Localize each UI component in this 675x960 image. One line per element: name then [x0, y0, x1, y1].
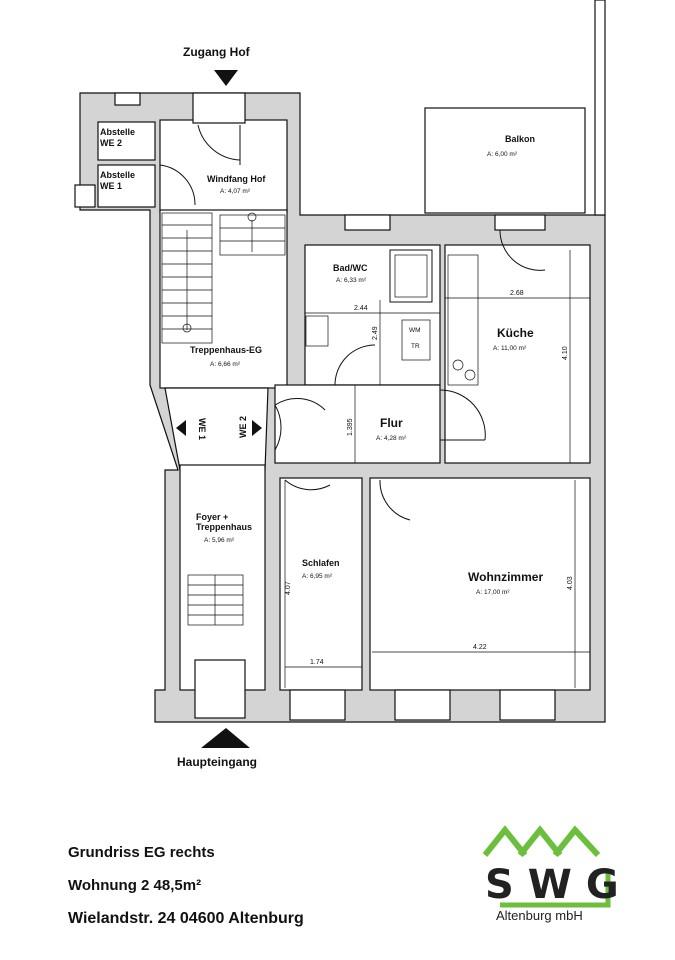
label-abstelle-we2-sub: WE 2	[100, 138, 122, 148]
apartment-info: Wohnung 2 48,5m²	[68, 877, 202, 894]
room-bad	[304, 244, 441, 386]
room-abstelle-we2	[97, 121, 156, 161]
door-swing	[379, 479, 411, 521]
address: Wielandstr. 24 04600 Altenburg	[68, 910, 304, 927]
plan-title: Grundriss EG rechts	[68, 844, 215, 861]
room-flur	[274, 384, 441, 464]
label-wohnzimmer: Wohnzimmer	[468, 570, 543, 584]
area-foyer: A: 5,96 m²	[204, 537, 235, 544]
label-wm: WM	[409, 327, 421, 334]
label-we2: WE 2	[238, 416, 248, 438]
door-swing	[159, 164, 196, 206]
area-bad: A: 6,33 m²	[336, 277, 367, 284]
label-foyer-2: Treppenhaus	[196, 522, 252, 532]
property-line	[594, 0, 606, 216]
dim-schlafen-width: 1.74	[310, 659, 324, 666]
room-windfang	[159, 119, 288, 213]
area-schlafen: A: 6,95 m²	[302, 573, 333, 580]
we2-arrow-icon	[252, 420, 262, 436]
dimension-lines	[284, 250, 590, 688]
door-opening-top	[192, 92, 246, 124]
entrance-bottom-label: Haupteingang	[177, 755, 257, 769]
room-foyer	[179, 464, 266, 691]
entrance-top-arrow	[214, 70, 238, 86]
room-balkon	[424, 107, 586, 214]
label-schlafen: Schlafen	[302, 558, 340, 568]
kitchen-counter	[447, 254, 479, 386]
dim-bad-depth: 2.49	[372, 326, 379, 340]
area-balkon: A: 6,00 m²	[487, 151, 518, 158]
room-abstelle-we1	[97, 164, 156, 208]
entrance-door-bottom	[194, 659, 246, 719]
label-tr: TR	[411, 343, 420, 350]
label-treppenhaus: Treppenhaus-EG	[190, 345, 262, 355]
label-kueche: Küche	[497, 326, 534, 340]
label-bad: Bad/WC	[333, 263, 368, 273]
dim-wohn-width: 4.22	[473, 644, 487, 651]
area-wohnzimmer: A: 17,00 m²	[476, 589, 510, 596]
dim-wohn-depth: 4.03	[567, 576, 574, 590]
label-abstelle-we1: Abstelle	[100, 170, 135, 180]
label-foyer: Foyer +	[196, 512, 228, 522]
washer-dryer	[401, 319, 431, 361]
entrance-bottom-arrow	[201, 728, 250, 748]
dim-kueche-width: 2.68	[510, 290, 524, 297]
entrance-top-label: Zugang Hof	[183, 45, 251, 59]
label-abstelle-we1-sub: WE 1	[100, 181, 122, 191]
dim-bad-width: 2.44	[354, 305, 368, 312]
label-windfang: Windfang Hof	[207, 174, 266, 184]
room-schlafen	[279, 477, 363, 691]
label-flur: Flur	[380, 416, 403, 430]
door-swing	[499, 229, 546, 271]
area-kueche: A: 11,00 m²	[493, 345, 527, 352]
label-balkon: Balkon	[505, 134, 535, 144]
label-abstelle-we2: Abstelle	[100, 127, 135, 137]
swg-logo-roofs	[482, 825, 611, 908]
logo-subtitle: Altenburg mbH	[496, 908, 583, 923]
area-treppenhaus: A: 6,66 m²	[210, 361, 241, 368]
room-treppenhaus	[159, 209, 288, 389]
dim-kueche-depth: 4.10	[562, 346, 569, 360]
washbasin	[305, 315, 329, 347]
dim-flur-depth: 1.395	[347, 418, 354, 436]
area-flur: A: 4,28 m²	[376, 435, 407, 442]
windows	[74, 92, 556, 721]
dim-schlafen-depth: 4.07	[285, 581, 292, 595]
door-swing	[274, 397, 326, 451]
label-we1: WE 1	[197, 418, 207, 440]
door-swing	[439, 389, 486, 441]
logo-text: SWG	[485, 862, 633, 908]
door-swing	[284, 479, 331, 491]
area-windfang: A: 4,07 m²	[220, 188, 251, 195]
door-swing	[334, 344, 376, 386]
we1-arrow-icon	[176, 420, 186, 436]
shower	[389, 249, 433, 303]
room-wohnzimmer	[369, 477, 591, 691]
staircase	[161, 212, 286, 626]
room-kueche	[444, 244, 591, 464]
door-swing	[197, 124, 241, 165]
